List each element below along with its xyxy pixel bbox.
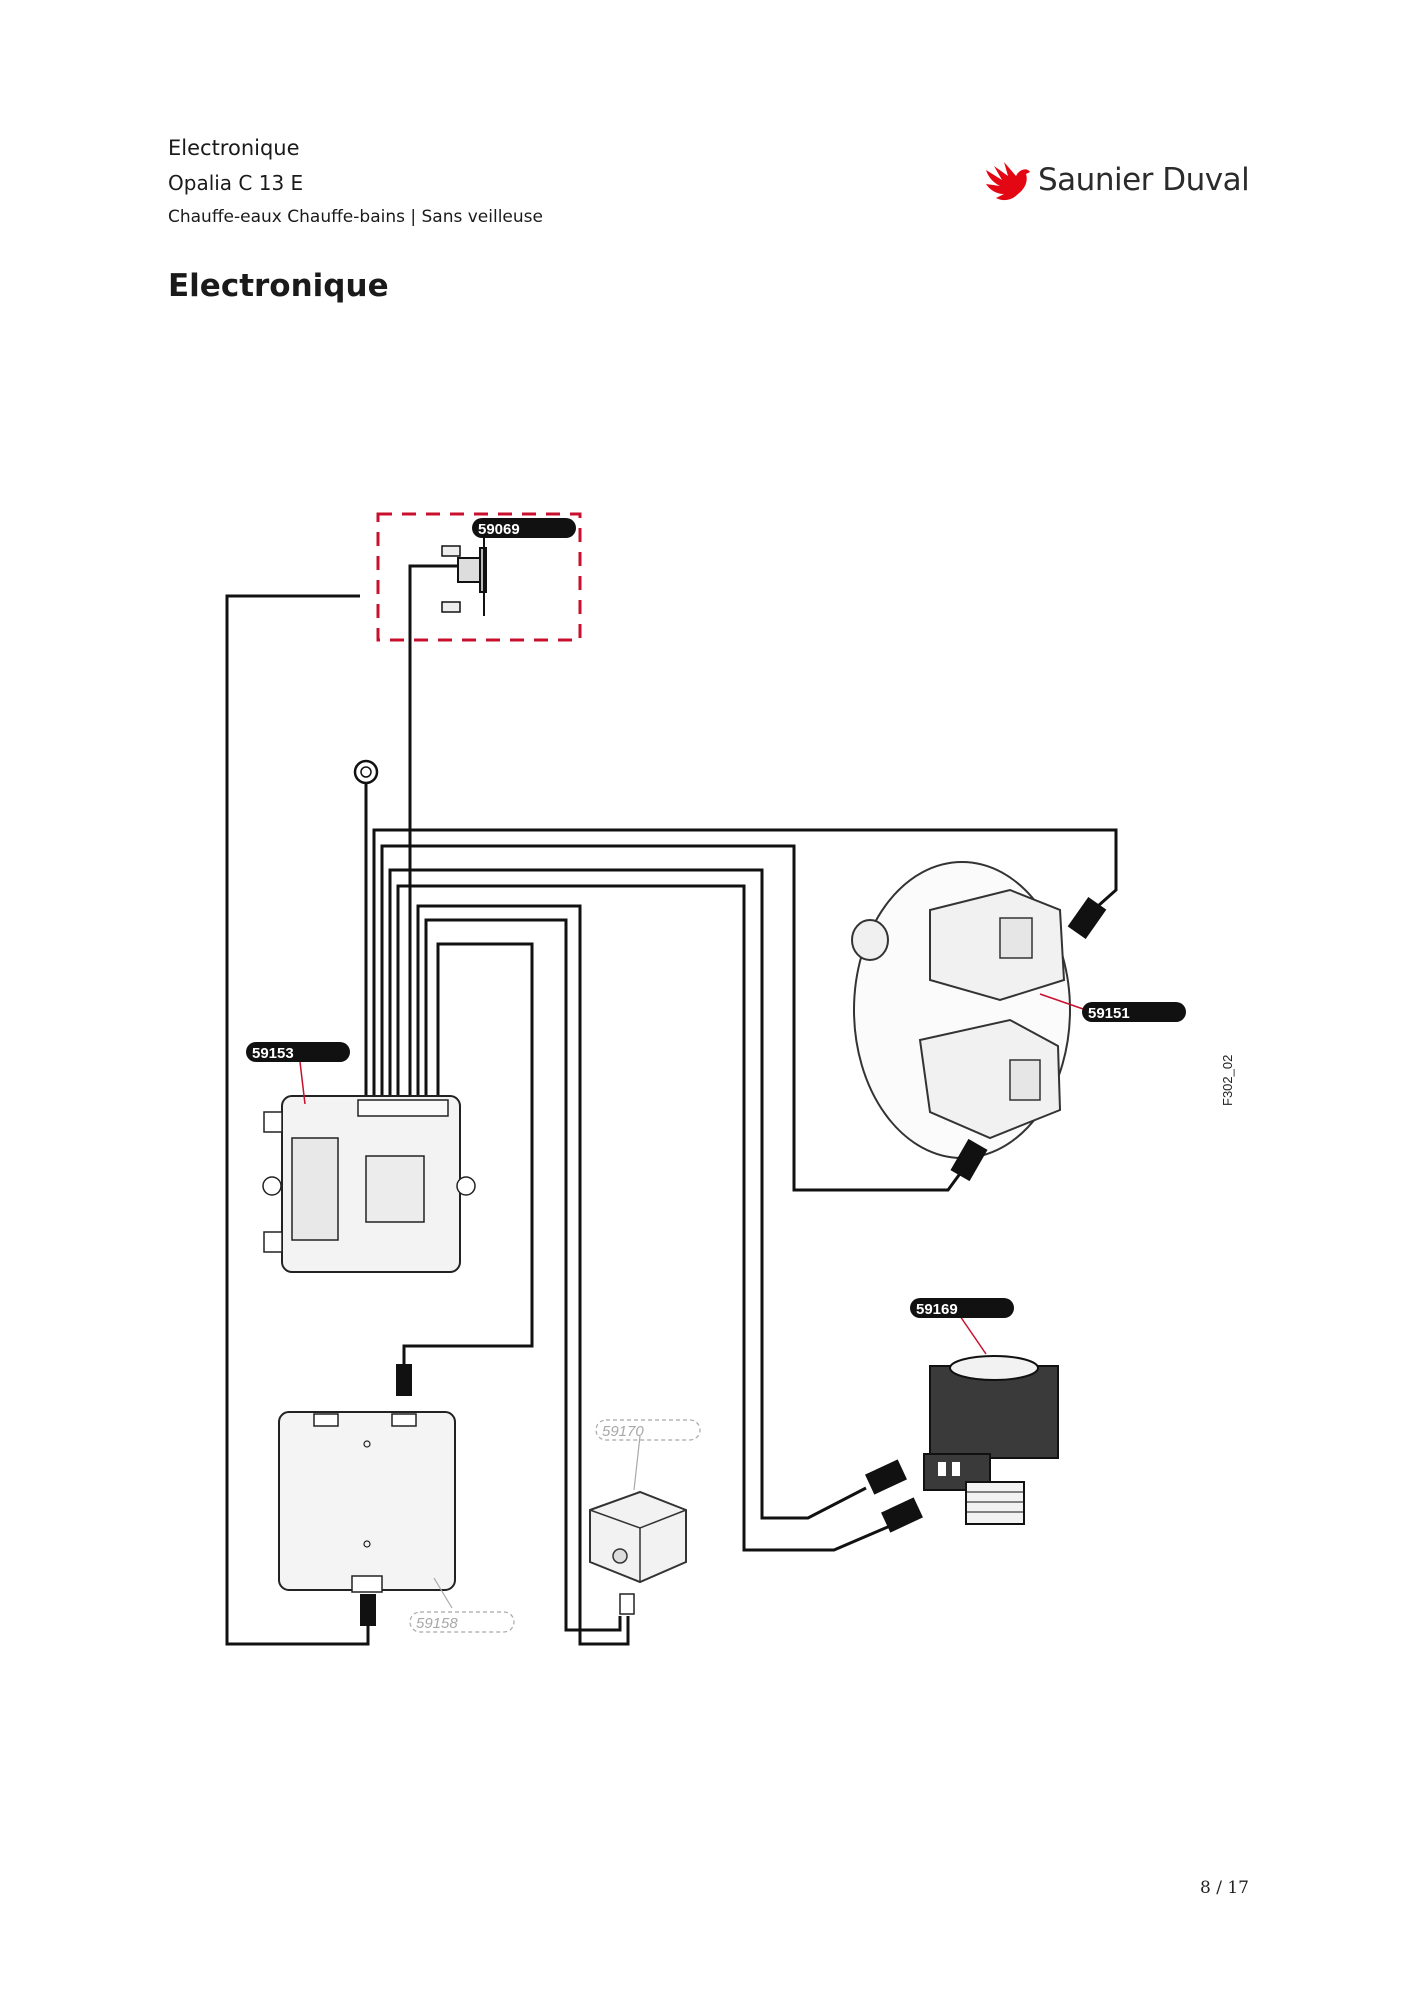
microswitch-connector-a: [865, 1459, 907, 1495]
tag-gas-valve: 59151: [1082, 1002, 1186, 1022]
wire-microswitch-a: [388, 868, 867, 1520]
battery-box-bottom-connector: [360, 1594, 376, 1626]
tag-sensor: 59069: [472, 518, 576, 538]
wire-valve-bottom: [380, 844, 972, 1192]
tag-control-box: 59153: [246, 1042, 350, 1062]
control-box-part: [262, 1095, 476, 1273]
leader-control-box: [299, 1061, 306, 1105]
header-section: Electronique: [168, 136, 300, 160]
page-title: Electronique: [168, 268, 389, 304]
wire-microswitch-b: [396, 884, 891, 1552]
tag-battery-box-label: 59158: [416, 1615, 458, 1632]
brand-name: Saunier Duval: [1038, 162, 1250, 198]
battery-box-part: [278, 1411, 456, 1593]
gas-valve-connector-top: [1067, 896, 1107, 940]
sensor-highlight-frame: [376, 512, 582, 642]
gas-valve-part: [851, 861, 1071, 1159]
microswitch-part: [923, 1355, 1059, 1525]
tag-battery-box: 59158: [409, 1611, 515, 1633]
ignition-unit-part: [589, 1490, 687, 1615]
wire-sensor: [408, 564, 458, 1100]
leader-microswitch: [959, 1315, 987, 1355]
header-model: Opalia C 13 E: [168, 171, 304, 195]
sensor-part: [441, 538, 487, 616]
gas-valve-connector-bottom: [950, 1138, 988, 1182]
battery-box-top-connector: [396, 1364, 412, 1396]
leader-gas-valve: [1039, 993, 1087, 1011]
tag-sensor-label: 59069: [478, 521, 520, 538]
wire-ground-loop: [225, 594, 370, 1646]
leader-ignition-unit: [633, 1435, 641, 1491]
wire-battery-box: [402, 942, 534, 1372]
red-bird-icon: [986, 162, 1030, 201]
page-number: 8 / 17: [1200, 1878, 1249, 1898]
drawing-code: F302_02: [1220, 1055, 1235, 1106]
tag-ignition-unit: 59170: [595, 1419, 701, 1441]
wire-valve-top: [372, 828, 1118, 1100]
microswitch-connector-b: [881, 1497, 923, 1533]
leader-battery-box: [433, 1577, 453, 1609]
tag-microswitch-label: 59169: [916, 1301, 958, 1318]
brand-logo: Saunier Duval: [982, 158, 1252, 208]
wire-ignition-b: [424, 918, 622, 1632]
tag-gas-valve-label: 59151: [1088, 1005, 1130, 1022]
tag-ignition-unit-label: 59170: [602, 1423, 644, 1440]
tag-control-box-label: 59153: [252, 1045, 294, 1062]
tag-microswitch: 59169: [910, 1298, 1014, 1318]
header-category: Chauffe-eaux Chauffe-bains | Sans veille…: [168, 207, 543, 227]
wire-ignition-a: [416, 904, 630, 1646]
